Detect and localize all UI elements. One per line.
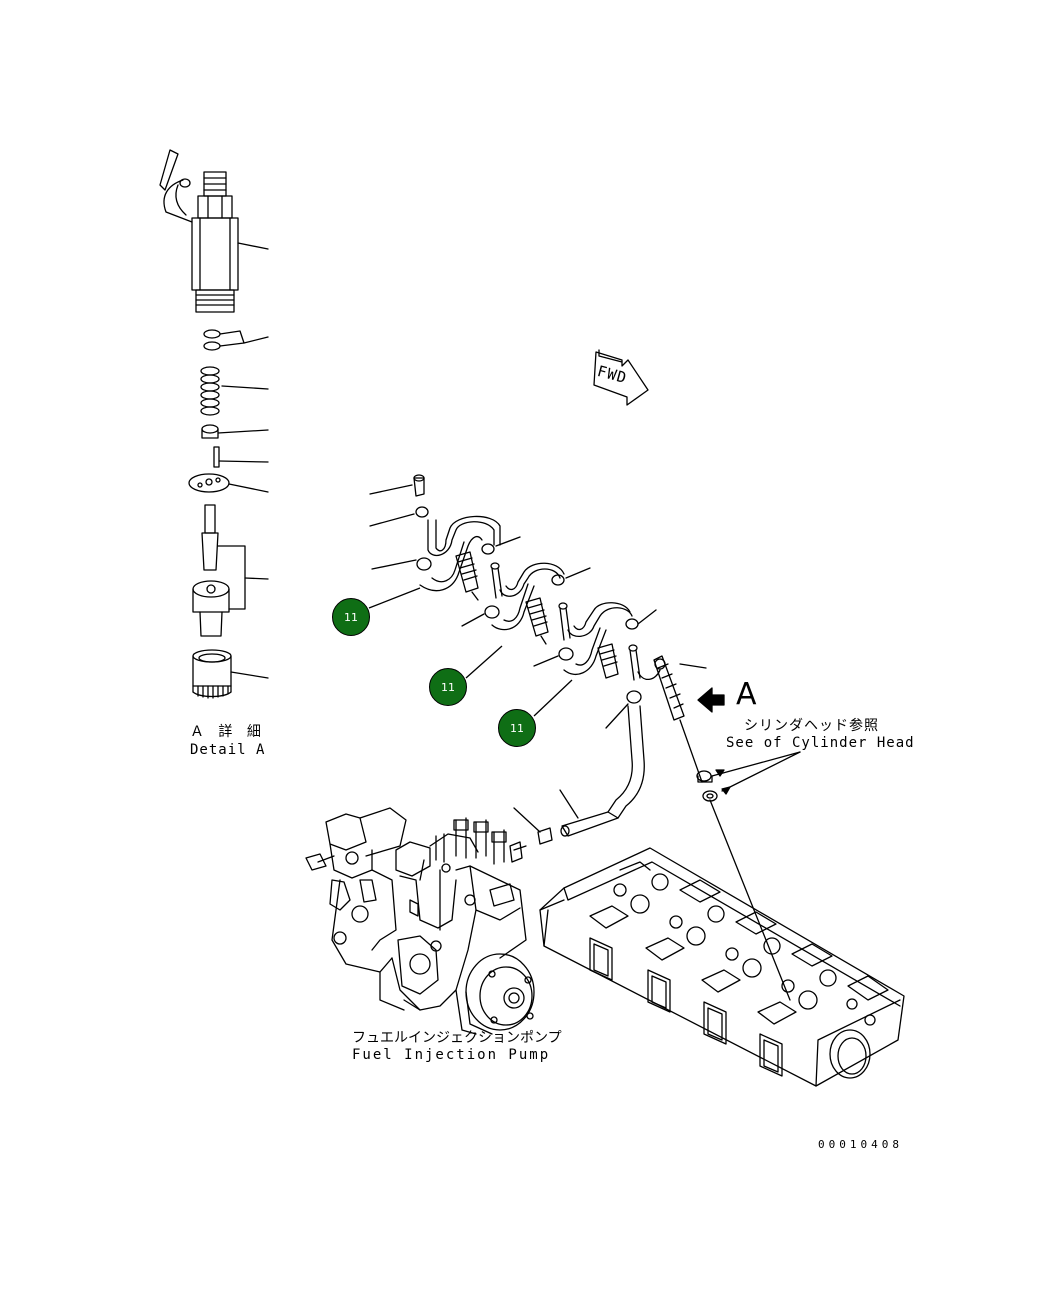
fwd-arrow-icon bbox=[593, 349, 649, 406]
callout-badge-2[interactable]: 11 bbox=[429, 668, 467, 706]
gasket-parts bbox=[696, 751, 801, 1001]
detail-title-en: Detail A bbox=[190, 742, 266, 758]
detail-title-jp: Ａ 詳 細 bbox=[190, 724, 264, 740]
callout-badge-1[interactable]: 11 bbox=[332, 598, 370, 636]
cylinder-head bbox=[539, 847, 905, 1087]
cylinder-head-ref-jp: シリンダヘッド参照 bbox=[744, 718, 879, 734]
cylinder-head-ref-en: See of Cylinder Head bbox=[726, 735, 915, 751]
callout-badge-3[interactable]: 11 bbox=[498, 709, 536, 747]
view-letter: A bbox=[736, 677, 757, 712]
pump-label-en: Fuel Injection Pump bbox=[352, 1047, 551, 1063]
drawing-number: 00010408 bbox=[818, 1138, 903, 1151]
fuel-injection-pump bbox=[305, 807, 535, 1035]
view-arrow-icon bbox=[697, 687, 725, 713]
injection-pipes bbox=[369, 474, 707, 845]
injector-assembly bbox=[159, 149, 269, 699]
pump-label-jp: フュエルインジェクションポンプ bbox=[352, 1030, 562, 1046]
